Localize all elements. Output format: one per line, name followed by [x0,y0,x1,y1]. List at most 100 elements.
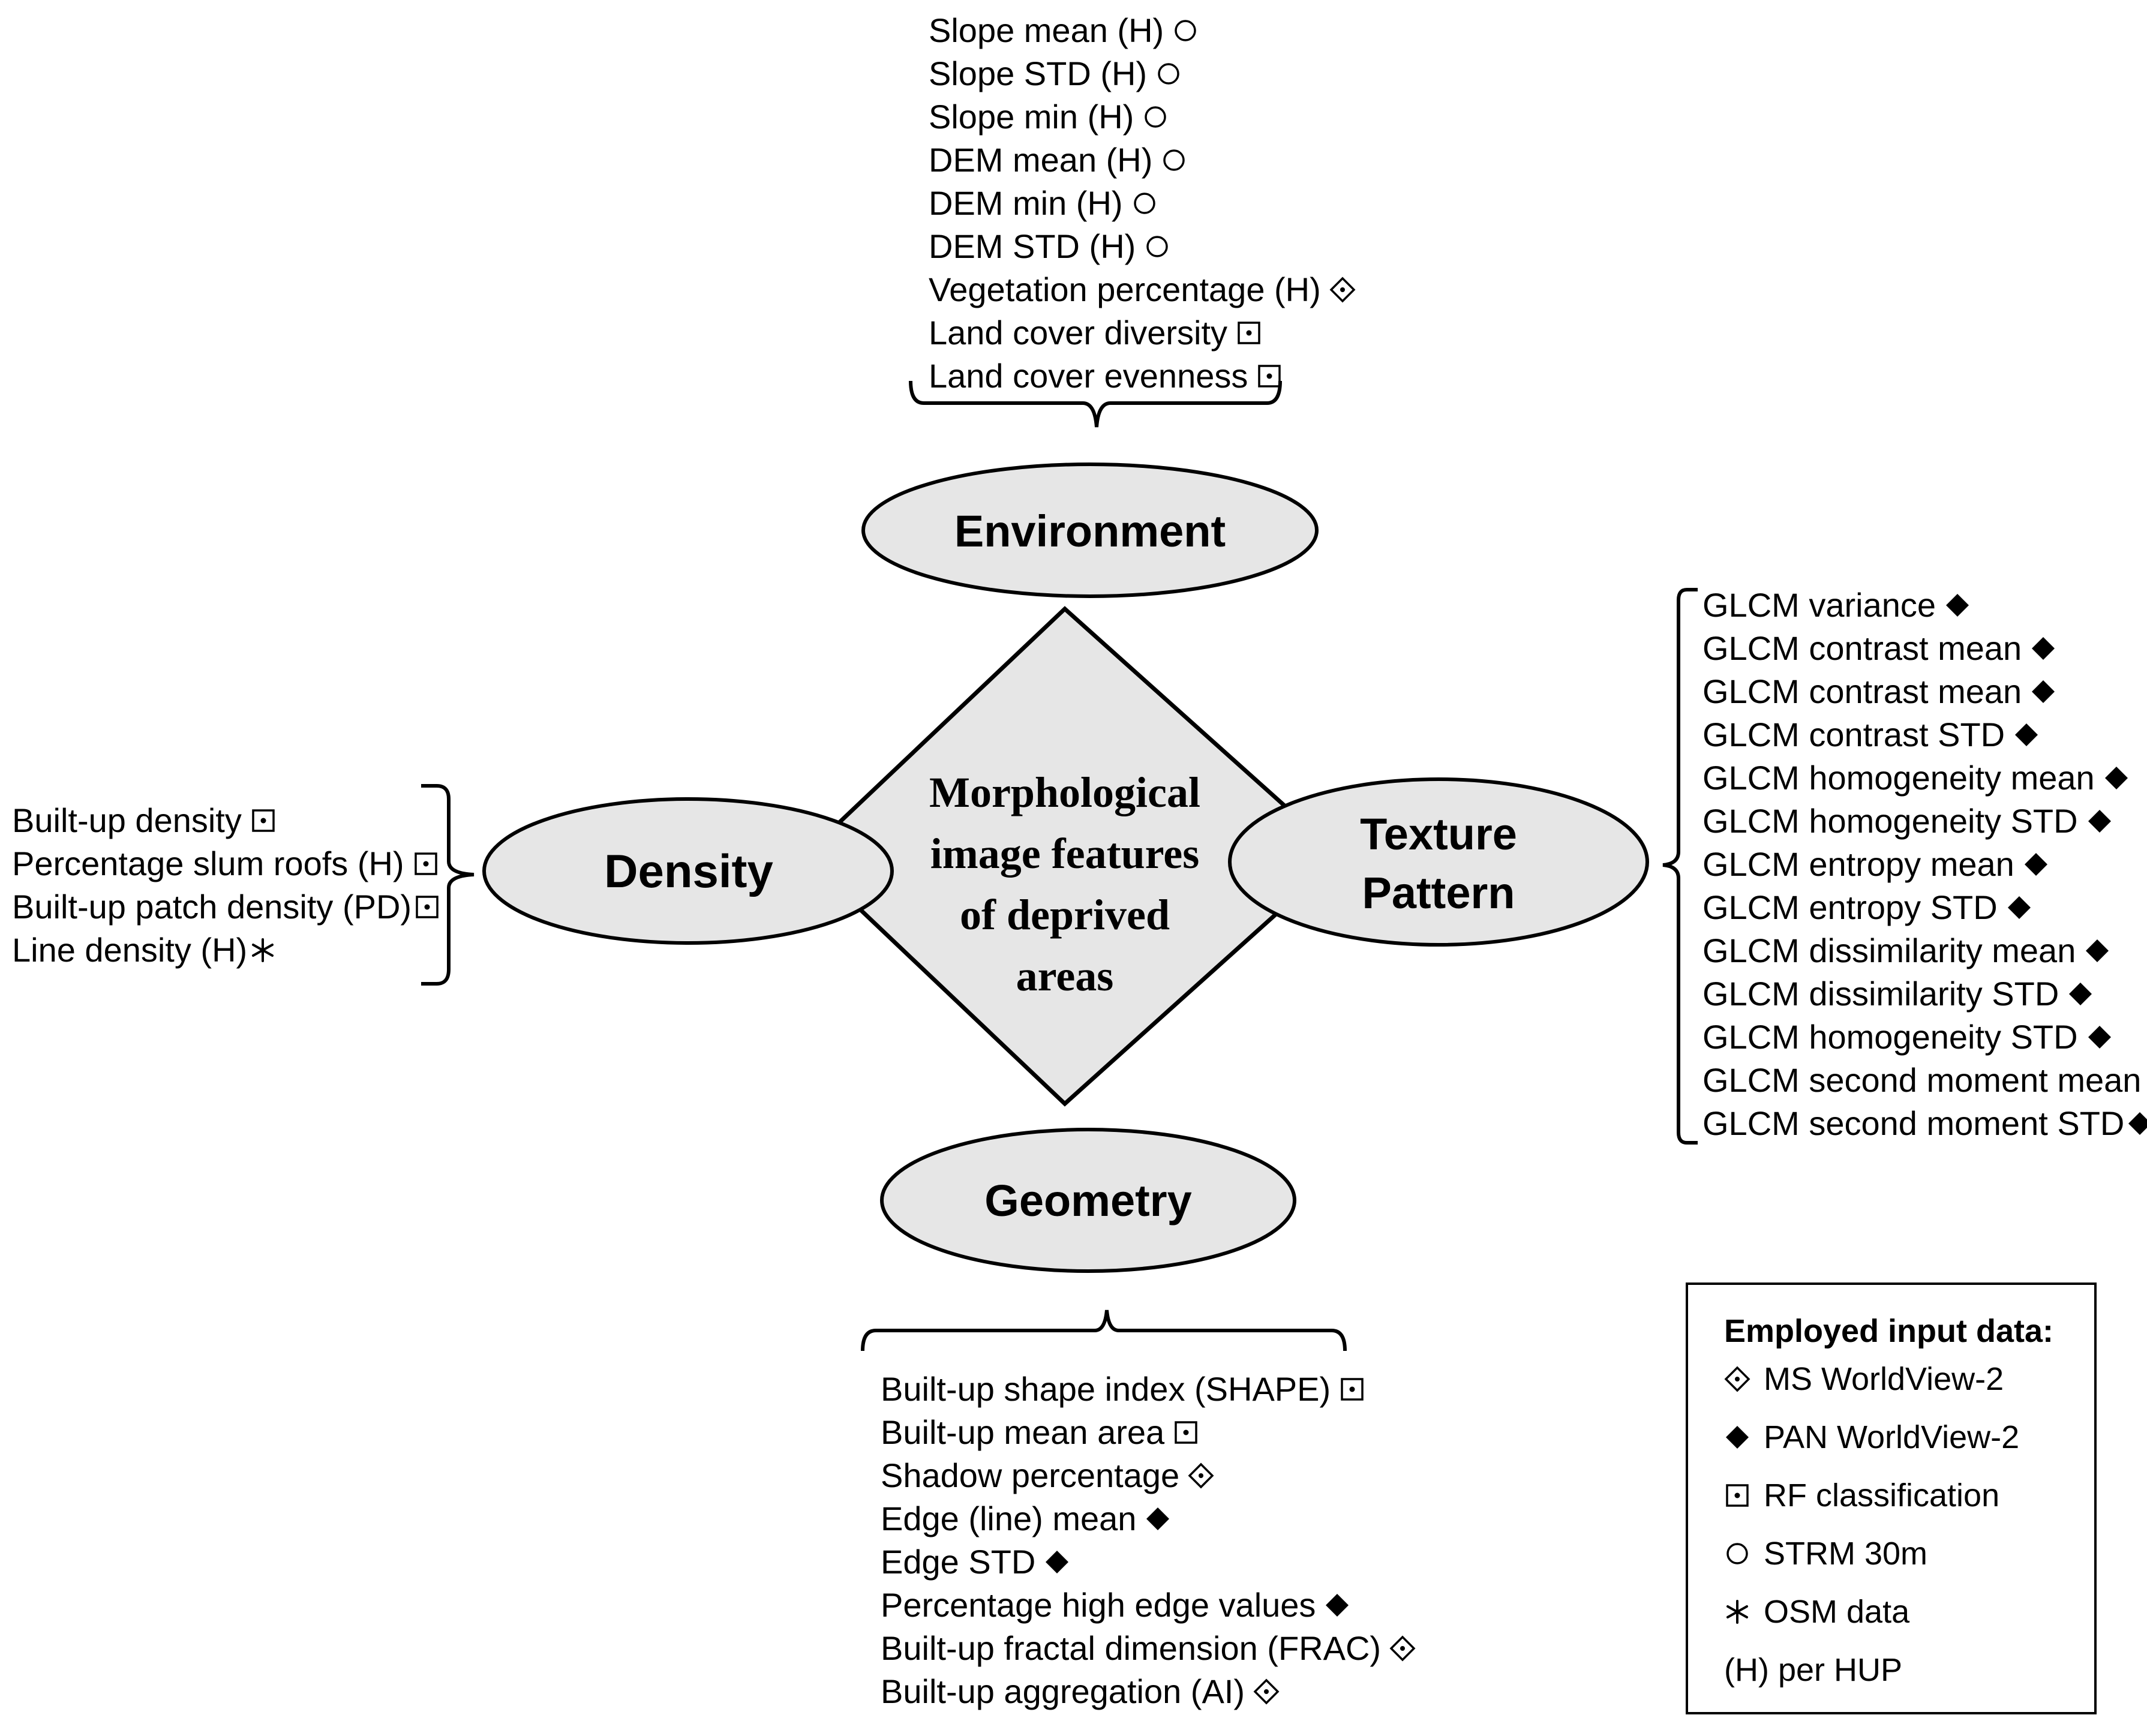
feature-label: Percentage slum roofs (H) [12,845,404,882]
feature-item: DEM STD (H) [929,225,1356,268]
feature-label: DEM STD (H) [929,227,1136,265]
diamond-filled-icon [2127,1110,2147,1137]
asterisk-icon [250,937,276,963]
feature-label: Built-up density [12,801,242,839]
texture-label-line2: Pattern [1362,868,1515,918]
feature-item: GLCM entropy mean [1702,843,2147,886]
diamond-filled-icon [2086,808,2113,834]
diamond-filled-icon [1145,1506,1171,1532]
feature-item: GLCM variance [1702,584,2147,627]
environment-node [861,462,1319,598]
diamond-dot-icon [1253,1678,1280,1705]
feature-item: Built-up patch density (PD) [12,885,440,929]
diamond-dot-icon [1329,277,1356,303]
feature-label: Built-up shape index (SHAPE) [881,1370,1331,1408]
diamond-filled-icon [2030,678,2056,705]
feature-label: Shadow percentage [881,1456,1180,1494]
diamond-filled-icon [2030,635,2056,662]
legend-item: (H) per HUP [1724,1649,1902,1691]
diamond-dot-icon [1389,1635,1416,1662]
environment-feature-list: Slope mean (H)Slope STD (H)Slope min (H)… [929,9,1356,398]
feature-item: GLCM homogeneity STD [1702,1016,2147,1059]
feature-item: Edge (line) mean [881,1497,1416,1540]
circle-icon [1724,1540,1750,1567]
texture-node [1228,777,1649,947]
feature-label: Slope STD (H) [929,55,1148,92]
feature-item: GLCM second moment mean [1702,1059,2147,1102]
feature-label: DEM min (H) [929,184,1123,222]
feature-item: DEM min (H) [929,182,1356,225]
circle-icon [1161,147,1187,173]
feature-label: Vegetation percentage (H) [929,271,1321,308]
diamond-filled-icon [2006,894,2032,921]
legend-item: STRM 30m [1724,1533,1927,1575]
circle-icon [1155,61,1182,87]
diamond-filled-icon [2084,938,2110,964]
density-bracket [421,784,475,986]
center-title-line: Morphological [929,768,1200,816]
feature-item: GLCM contrast mean [1702,627,2147,670]
center-diamond [800,606,1344,1107]
center-title-line: of deprived [960,891,1170,939]
feature-item: Vegetation percentage (H) [929,268,1356,311]
legend-label: RF classification [1764,1477,2000,1513]
geometry-feature-list: Built-up shape index (SHAPE) Built-up mea… [881,1368,1416,1713]
feature-label: GLCM second moment STD [1702,1104,2125,1142]
texture-label: Texture Pattern [1230,804,1647,924]
feature-item: Slope STD (H) [929,52,1356,95]
feature-item: Built-up shape index (SHAPE) [881,1368,1416,1411]
feature-label: GLCM homogeneity STD [1702,802,2078,840]
circle-icon [1144,233,1170,260]
diamond-filled-icon [1724,1424,1750,1450]
feature-label: GLCM dissimilarity STD [1702,975,2059,1013]
feature-label: GLCM contrast mean [1702,629,2022,667]
feature-item: Built-up density [12,799,440,842]
diamond-filled-icon [2067,981,2094,1007]
circle-icon [1131,190,1158,217]
feature-label: GLCM contrast mean [1702,672,2022,710]
texture-label-line1: Texture [1360,809,1517,859]
legend-title: Employed input data: [1724,1313,2054,1349]
environment-label: Environment [954,506,1226,556]
feature-label: Built-up mean area [881,1413,1165,1451]
feature-item: Slope min (H) [929,95,1356,139]
feature-item: Edge STD [881,1540,1416,1584]
legend-item: PAN WorldView-2 [1724,1416,2019,1458]
feature-item: GLCM dissimilarity STD [1702,972,2147,1016]
feature-item: GLCM entropy STD [1702,886,2147,929]
environment-bracket [909,380,1282,428]
legend-item: OSM data [1724,1591,1909,1633]
diamond-dot-icon [1724,1366,1750,1392]
legend-label: STRM 30m [1764,1536,1928,1572]
feature-item: DEM mean (H) [929,139,1356,182]
legend-item: MS WorldView-2 [1724,1358,2004,1400]
square-dot-icon [1236,320,1262,346]
asterisk-icon [1724,1599,1750,1625]
feature-item: Built-up fractal dimension (FRAC) [881,1627,1416,1670]
center-title-line: areas [1016,952,1114,1000]
feature-item: GLCM second moment STD [1702,1102,2147,1145]
feature-item: Shadow percentage [881,1454,1416,1497]
legend-label: OSM data [1764,1594,1910,1630]
legend-label: MS WorldView-2 [1764,1361,2004,1397]
feature-item: Percentage slum roofs (H) [12,842,440,885]
diamond-filled-icon [2013,722,2040,748]
legend-item: RF classification [1724,1474,1999,1516]
feature-item: GLCM homogeneity mean [1702,756,2147,800]
feature-item: GLCM contrast STD [1702,713,2147,756]
diamond-filled-icon [1944,592,1971,618]
geometry-bracket [861,1309,1347,1351]
feature-item: Slope mean (H) [929,9,1356,52]
feature-label: GLCM second moment mean [1702,1061,2142,1099]
feature-item: GLCM contrast mean [1702,670,2147,713]
feature-label: Land cover diversity [929,314,1228,352]
feature-item: Built-up mean area [881,1411,1416,1454]
feature-item: Percentage high edge values [881,1584,1416,1627]
feature-label: GLCM dissimilarity mean [1702,932,2076,969]
feature-label: Built-up aggregation (AI) [881,1672,1245,1710]
center-title: Morphological image features of deprived… [864,762,1266,1007]
